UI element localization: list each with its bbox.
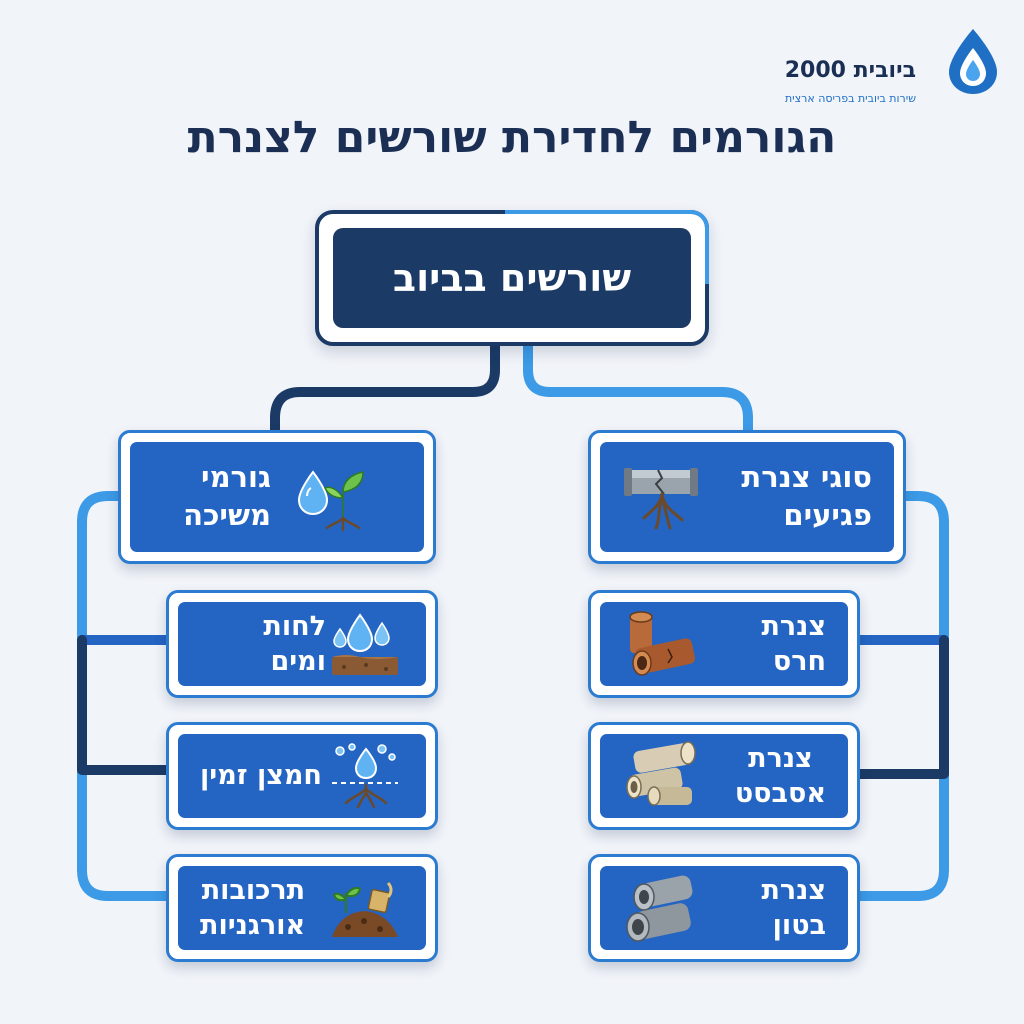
right-header-node-body: סוגי צנרת פגיעים bbox=[600, 442, 894, 552]
organic-compost-icon bbox=[332, 881, 398, 937]
right-item-node: צנרת אסבסט bbox=[588, 722, 860, 830]
brand-name: ביובית 2000 bbox=[784, 58, 916, 83]
left-item-node: לחות ומים bbox=[166, 590, 438, 698]
left-header-node: גורמי משיכה bbox=[118, 430, 436, 564]
brand-tagline: שירות ביובית בפריסה ארצית bbox=[784, 92, 916, 105]
left-item-node: חמצן זמין bbox=[166, 722, 438, 830]
left-item-node: תרכובות אורגניות bbox=[166, 854, 438, 962]
concrete-pipe-icon bbox=[626, 875, 693, 942]
asbestos-pipe-icon bbox=[626, 741, 696, 806]
oxygen-roots-icon bbox=[332, 743, 398, 809]
left-item-label: חמצן זמין bbox=[200, 760, 322, 792]
root-node-label: שורשים בביוב bbox=[392, 256, 632, 300]
moisture-soil-icon bbox=[332, 613, 398, 675]
broken-pipe-roots-icon bbox=[624, 468, 698, 530]
connector-right-mid-b bbox=[851, 635, 949, 779]
left-item-node-body: חמצן זמין bbox=[178, 734, 426, 818]
left-item-node-body: לחות ומים bbox=[178, 602, 426, 686]
right-item-label: צנרת חרס bbox=[761, 610, 826, 677]
connector-left-mid-b bbox=[77, 635, 175, 775]
left-item-label: לחות ומים bbox=[263, 610, 326, 677]
connector-root-right bbox=[523, 341, 753, 443]
water-drop-sprout-icon bbox=[297, 470, 364, 532]
right-header-node: סוגי צנרת פגיעים bbox=[588, 430, 906, 564]
root-node: שורשים בביוב bbox=[315, 210, 709, 346]
brand-logo: ביובית 2000 שירות ביובית בפריסה ארצית bbox=[702, 22, 1002, 105]
water-drop-icon bbox=[949, 29, 997, 94]
left-header-node-body: גורמי משיכה bbox=[130, 442, 424, 552]
left-header-label: גורמי משיכה bbox=[183, 460, 271, 532]
page-title: הגורמים לחדירת שורשים לצנרת bbox=[187, 112, 837, 163]
right-item-label: צנרת אסבסט bbox=[734, 742, 826, 809]
right-item-node: צנרת בטון bbox=[588, 854, 860, 962]
right-item-node: צנרת חרס bbox=[588, 590, 860, 698]
right-item-node-body: צנרת חרס bbox=[600, 602, 848, 686]
connector-root-left bbox=[270, 341, 500, 443]
clay-pipe-icon bbox=[629, 611, 695, 676]
left-item-label: תרכובות אורגניות bbox=[200, 874, 306, 941]
root-node-body: שורשים בביוב bbox=[333, 228, 691, 328]
right-item-node-body: צנרת בטון bbox=[600, 866, 848, 950]
left-item-node-body: תרכובות אורגניות bbox=[178, 866, 426, 950]
right-item-node-body: צנרת אסבסט bbox=[600, 734, 848, 818]
right-header-label: סוגי צנרת פגיעים bbox=[741, 460, 872, 532]
right-item-label: צנרת בטון bbox=[761, 874, 826, 941]
